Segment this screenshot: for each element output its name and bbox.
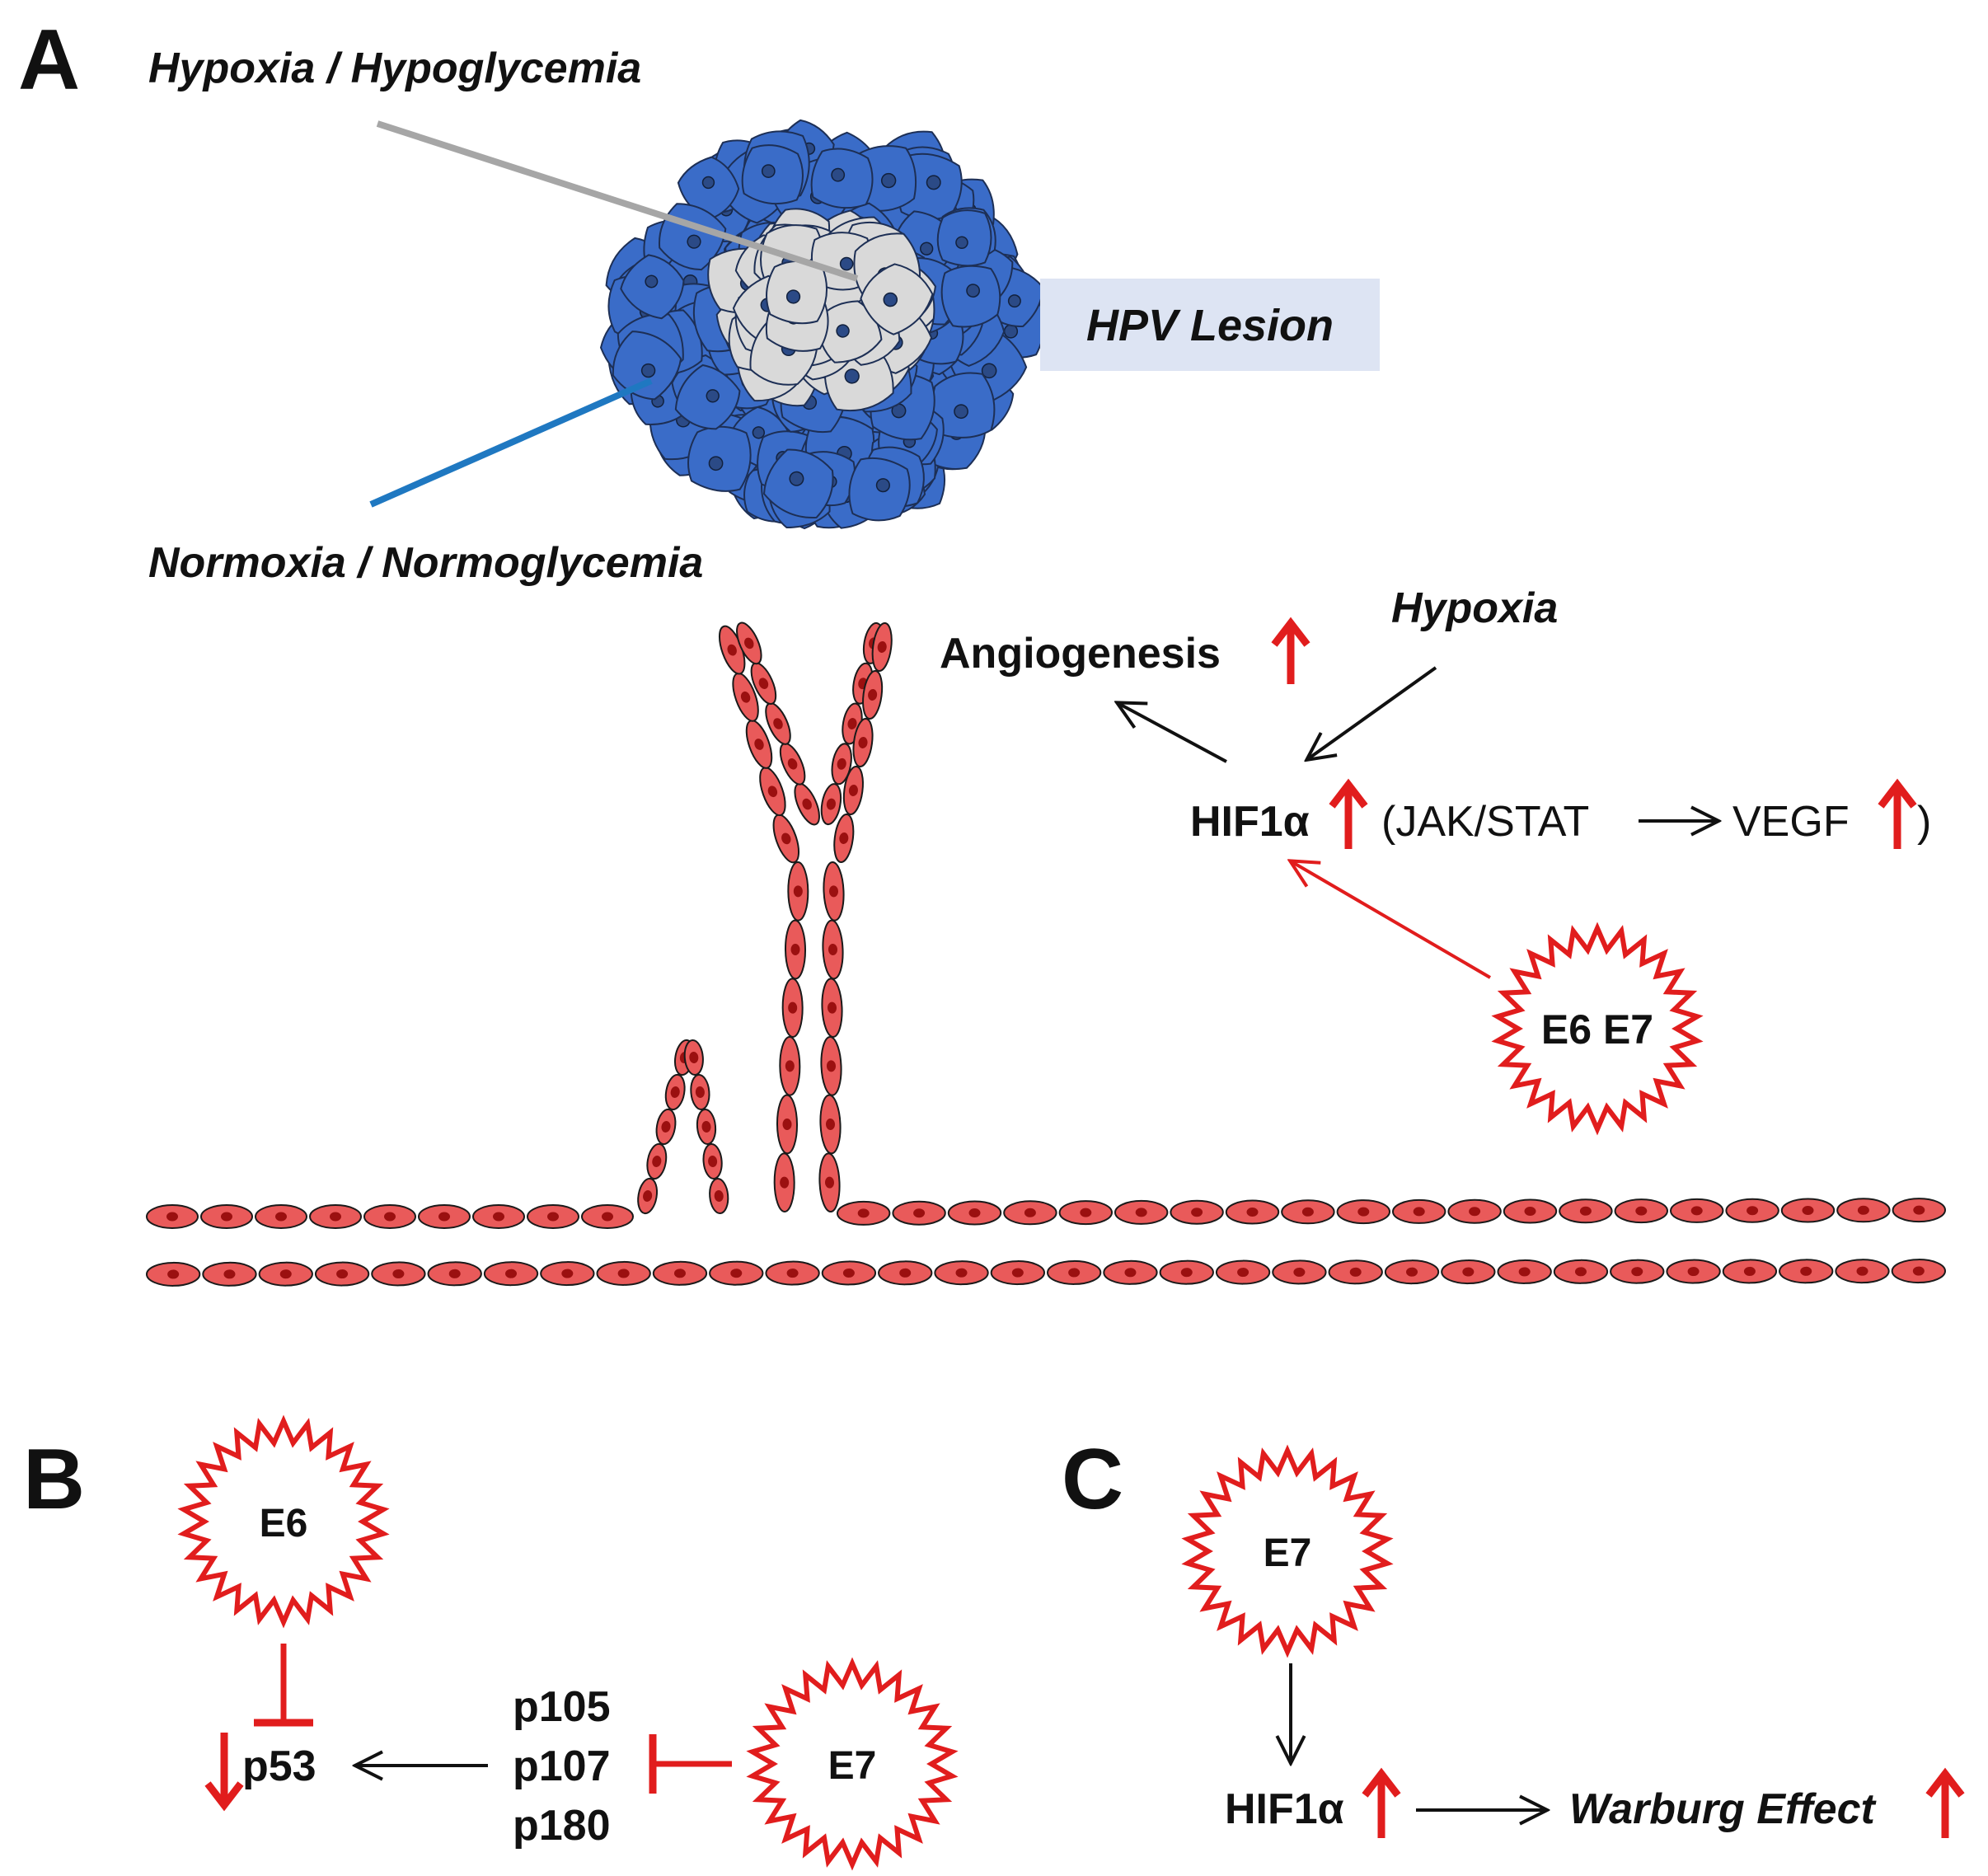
e6-label: E6: [260, 1502, 308, 1545]
e6-oncoprotein: [177, 1414, 390, 1629]
panel-label-a: A: [18, 12, 80, 108]
hif-to-angiogenesis-arrow: [1119, 704, 1227, 763]
hpv-lesion-label-box: [1040, 279, 1380, 371]
hif1a-up-arrow: [1329, 778, 1368, 849]
jak-stat-label: (JAK/STAT: [1381, 798, 1589, 846]
hypoxia-pointer-line: [376, 120, 859, 282]
angiogenesis-label: Angiogenesis: [940, 630, 1221, 678]
e6-inhibits-p53: [254, 1644, 313, 1727]
p105-label: p105: [513, 1683, 611, 1731]
vegf-label: VEGF: [1732, 798, 1850, 846]
normoxia-normoglycemia-label: Normoxia / Normoglycemia: [148, 539, 703, 587]
hpv-lesion-label: HPV Lesion: [1086, 301, 1334, 350]
hypoxia-hypoglycemia-label: Hypoxia / Hypoglycemia: [148, 45, 641, 92]
p107-label: p107: [513, 1742, 611, 1790]
warburg-up-arrow: [1925, 1767, 1965, 1838]
angiogenesis-up-arrow: [1271, 617, 1310, 684]
hif1a-label-c: HIF1α: [1225, 1785, 1344, 1833]
panel-label-b: B: [23, 1432, 85, 1527]
e7-oncoprotein-b: [746, 1657, 959, 1871]
e7-label-b: E7: [828, 1744, 877, 1788]
hif1a-up-arrow-c: [1362, 1767, 1401, 1838]
hypoxia-to-hif-arrow: [1309, 666, 1437, 758]
e6-e7-oncoprotein: [1491, 922, 1704, 1136]
e6-e7-label: E6 E7: [1541, 1006, 1653, 1053]
e7-inhibits-pocket-proteins: [649, 1734, 732, 1794]
p53-down-arrow: [204, 1733, 244, 1812]
p53-label: p53: [242, 1742, 316, 1790]
blood-vessel: [145, 621, 1947, 1287]
close-paren: ): [1917, 798, 1931, 846]
e7-oncoprotein-c: [1181, 1444, 1394, 1658]
hif1a-label: HIF1α: [1190, 798, 1310, 846]
p180-label: p180: [513, 1802, 611, 1850]
hpv-lesion-cell-cluster: [599, 119, 1045, 530]
hypoxia-label: Hypoxia: [1391, 584, 1558, 632]
e6e7-to-hif-arrow: [1292, 862, 1492, 979]
normoxia-pointer-line: [369, 378, 653, 508]
panel-label-c: C: [1062, 1432, 1123, 1527]
vegf-up-arrow: [1878, 778, 1917, 849]
warburg-effect-label: Warburg Effect: [1569, 1785, 1877, 1833]
e7-label-c: E7: [1264, 1531, 1312, 1575]
